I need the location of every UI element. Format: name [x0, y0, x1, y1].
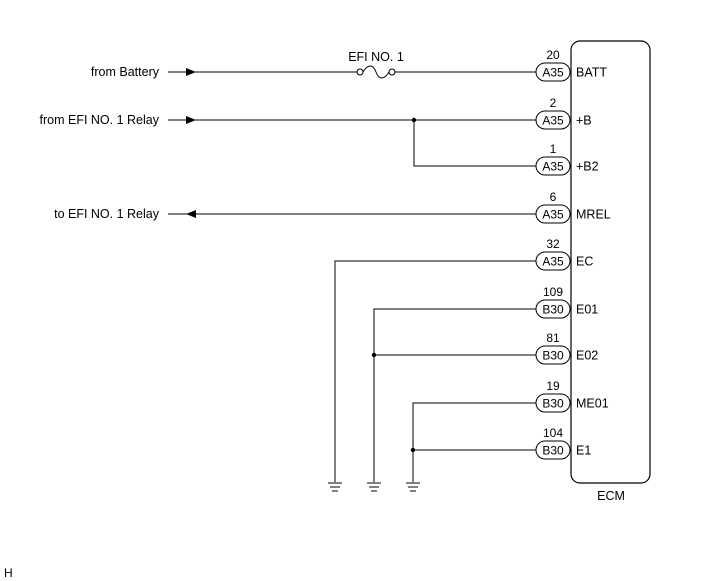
connector-code: B30 — [542, 444, 564, 458]
connector-pill — [535, 440, 571, 460]
connector-code: A35 — [542, 160, 564, 174]
wire-e01-ground — [373, 308, 536, 482]
terminal-name: MREL — [576, 208, 611, 222]
pin-number: 104 — [543, 426, 563, 440]
terminal-name: E1 — [576, 444, 591, 458]
pin-number: 81 — [546, 331, 560, 345]
arrow-left-icon — [186, 210, 196, 218]
pin-number: 20 — [546, 48, 560, 62]
corner-mark: H — [4, 566, 13, 580]
terminal-name: BATT — [576, 66, 607, 80]
connector-code: A35 — [542, 255, 564, 269]
connector-code: B30 — [542, 397, 564, 411]
connector-pill — [535, 62, 571, 82]
connector-pill — [535, 393, 571, 413]
connector-pill — [535, 299, 571, 319]
label-to-efi-relay: to EFI NO. 1 Relay — [54, 207, 160, 221]
fuse-label: EFI NO. 1 — [348, 50, 404, 64]
ecm-box — [570, 40, 651, 484]
connector-code: B30 — [542, 349, 564, 363]
pin-number: 6 — [550, 190, 557, 204]
connector-pill — [535, 251, 571, 271]
terminal-name: E01 — [576, 303, 598, 317]
connector-row: A35 2 +B — [535, 96, 592, 130]
fuse-icon — [356, 65, 396, 79]
pin-number: 19 — [546, 379, 560, 393]
connector-code: A35 — [542, 114, 564, 128]
connector-pill — [535, 345, 571, 365]
wire-b2-branch — [413, 120, 536, 167]
label-from-efi-relay: from EFI NO. 1 Relay — [40, 113, 160, 127]
ground-icon — [328, 482, 342, 492]
ecm-label: ECM — [597, 489, 625, 503]
wire-me01-ground — [412, 402, 536, 482]
arrow-right-icon — [186, 116, 196, 124]
pin-number: 1 — [550, 142, 557, 156]
pin-number: 32 — [546, 237, 560, 251]
connector-layer: A3520BATTA352+BA351+B2A356MRELA3532ECB30… — [535, 48, 611, 460]
terminal-name: EC — [576, 255, 593, 269]
wire-ec-ground — [334, 260, 536, 482]
ground-icon — [406, 482, 420, 492]
connector-pill — [535, 204, 571, 224]
pin-number: 109 — [543, 285, 563, 299]
pin-number: 2 — [550, 96, 557, 110]
terminal-name: +B2 — [576, 160, 599, 174]
connector-code: A35 — [542, 208, 564, 222]
terminal-name: +B — [576, 114, 592, 128]
connector-code: B30 — [542, 303, 564, 317]
label-from-battery: from Battery — [91, 65, 160, 79]
connector-code: A35 — [542, 66, 564, 80]
terminal-name: E02 — [576, 349, 598, 363]
connector-row: A35 1 +B2 — [535, 142, 599, 176]
terminal-name: ME01 — [576, 397, 609, 411]
ground-icon — [367, 482, 381, 492]
arrow-right-icon — [186, 68, 196, 76]
connector-pill — [535, 156, 571, 176]
connector-pill — [535, 110, 571, 130]
